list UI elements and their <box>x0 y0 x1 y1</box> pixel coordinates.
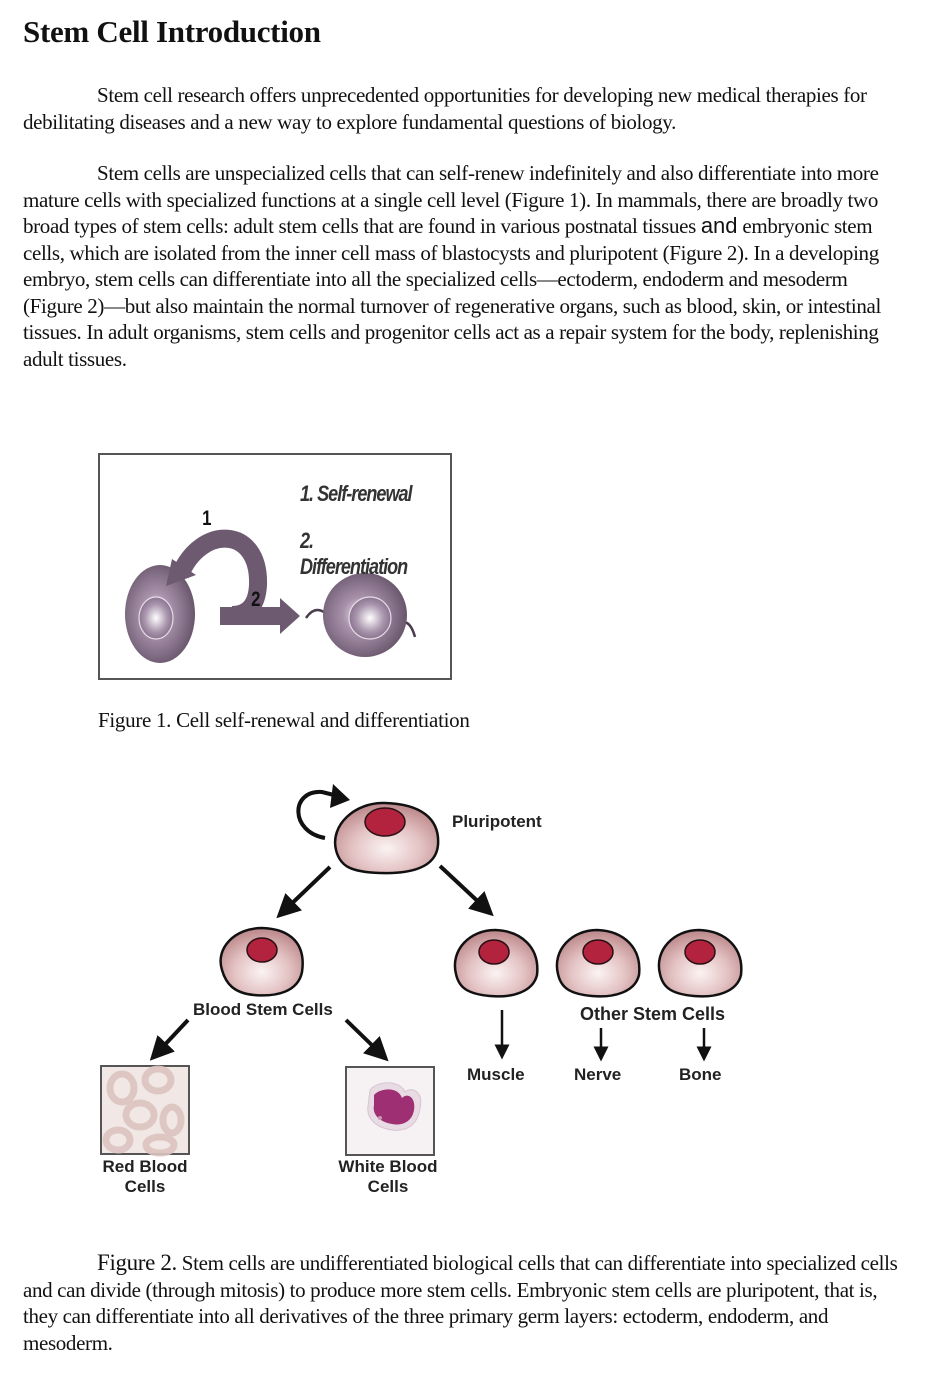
legend-differentiation: 2. Differentiation <box>300 528 408 579</box>
figure-2-caption: Figure 2. Stem cells are undifferentiate… <box>23 1250 908 1356</box>
page-title: Stem Cell Introduction <box>23 14 321 49</box>
pluripotent-self-renewal-arrow <box>296 789 339 840</box>
figure-2-diagram <box>100 784 743 1157</box>
nerve-label: Nerve <box>574 1065 622 1084</box>
bone-stem-cell <box>657 928 743 998</box>
nerve-stem-cell <box>555 928 641 998</box>
white-blood-cell-image <box>345 1066 435 1156</box>
body-paragraph: Stem cells are unspecialized cells that … <box>23 160 908 372</box>
body-text-2: embryonic stem cells, which are isolated… <box>23 214 881 371</box>
figure-1: 1. Self-renewal 2. Differentiation 1 2 <box>98 453 452 680</box>
arrow-to-red-blood <box>149 1018 190 1061</box>
legend-self-renewal: 1. Self-renewal <box>300 481 413 506</box>
intro-text: Stem cell research offers unprecedented … <box>23 83 867 134</box>
muscle-label: Muscle <box>467 1065 525 1084</box>
arrow-to-blood-stem <box>276 865 332 919</box>
arrow-1-label: 1 <box>202 507 212 530</box>
red-blood-cells-label: Red Blood Cells <box>102 1157 188 1196</box>
arrow-to-white-blood <box>344 1018 389 1062</box>
pluripotent-self-renewal-arrowhead <box>330 784 350 808</box>
differentiated-cell-right <box>304 573 417 657</box>
intro-paragraph: Stem cell research offers unprecedented … <box>23 82 908 135</box>
self-renewal-arrowhead <box>166 559 196 586</box>
figure-2: Pluripotent Blood Stem Cells Other Stem … <box>0 770 950 1210</box>
arrow-to-other-stem <box>438 864 494 917</box>
bone-label: Bone <box>679 1065 722 1084</box>
body-text-and: and <box>700 213 738 238</box>
blood-stem-cells-label: Blood Stem Cells <box>193 1000 333 1019</box>
figure-2-caption-text: Stem cells are undifferentiated biologic… <box>23 1251 898 1355</box>
differentiation-arrow <box>220 607 282 625</box>
stem-cell-left <box>125 565 195 663</box>
pluripotent-cell <box>333 801 440 875</box>
other-stem-cells-label: Other Stem Cells <box>580 1004 726 1024</box>
red-blood-cells-image <box>100 1065 190 1157</box>
white-blood-cells-label: White Blood Cells <box>338 1157 438 1196</box>
figure-1-diagram <box>125 529 417 663</box>
differentiation-arrowhead <box>280 598 300 634</box>
blood-stem-cell <box>219 926 304 997</box>
figure-2-caption-lead: Figure 2. <box>97 1250 177 1275</box>
figure-1-caption: Figure 1. Cell self-renewal and differen… <box>98 708 470 732</box>
muscle-stem-cell <box>453 928 539 998</box>
pluripotent-label: Pluripotent <box>452 812 542 831</box>
arrow-2-label: 2 <box>251 588 261 611</box>
body-text-1: Stem cells are unspecialized cells that … <box>23 161 879 238</box>
